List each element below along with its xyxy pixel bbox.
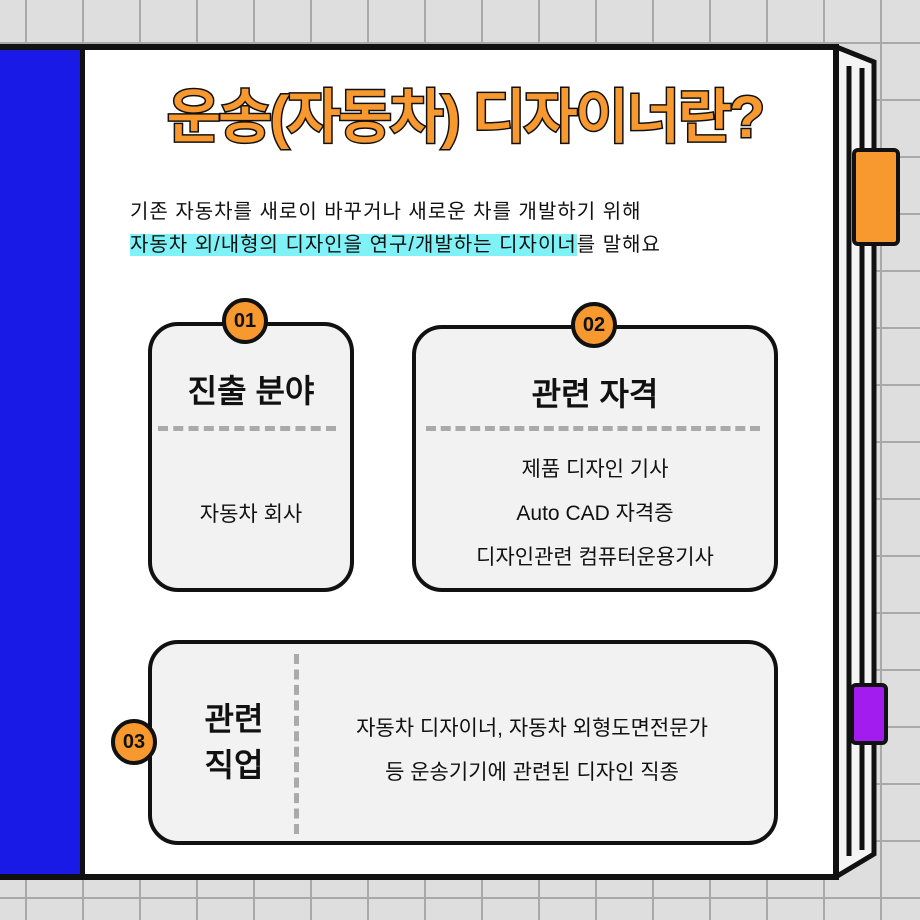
- orange-tab[interactable]: [852, 148, 900, 246]
- card-field: 진출 분야 자동차 회사: [148, 322, 354, 592]
- card-item: 디자인관련 컴퓨터운용기사: [476, 546, 714, 569]
- card-title-line1: 관련: [204, 701, 264, 737]
- card-title-line2: 직업: [204, 747, 264, 783]
- dashed-divider: [426, 426, 760, 431]
- card-qualifications: 관련 자격 제품 디자인 기사 Auto CAD 자격증 디자인관련 컴퓨터운용…: [412, 325, 778, 592]
- blue-cover-strip: [0, 50, 85, 874]
- number-badge: 01: [222, 298, 268, 344]
- number-badge: 02: [571, 302, 617, 348]
- card-related-jobs: 관련 직업 자동차 디자이너, 자동차 외형도면전문가 등 운송기기에 관련된 …: [148, 640, 778, 845]
- dashed-divider: [294, 654, 299, 834]
- purple-tab[interactable]: [850, 683, 888, 745]
- card-title: 관련 자격: [531, 376, 659, 412]
- card-item: 제품 디자인 기사: [521, 458, 669, 481]
- dashed-divider: [158, 426, 336, 431]
- description-rest: 를 말해요: [576, 234, 661, 256]
- number-badge: 03: [111, 719, 157, 765]
- card-item: Auto CAD 자격증: [516, 502, 674, 525]
- page-title: 운송(자동차) 디자이너란?: [166, 84, 767, 152]
- description: 기존 자동차를 새로이 바꾸거나 새로운 차를 개발하기 위해 자동차 외/내형…: [130, 196, 800, 262]
- card-item: 자동차 디자이너, 자동차 외형도면전문가: [356, 717, 708, 740]
- card-title: 진출 분야: [187, 373, 315, 409]
- card-item: 등 운송기기에 관련된 디자인 직종: [385, 761, 679, 784]
- description-highlight: 자동차 외/내형의 디자인을 연구/개발하는 디자이너: [130, 234, 577, 256]
- card-item: 자동차 회사: [199, 503, 303, 526]
- description-line1: 기존 자동차를 새로이 바꾸거나 새로운 차를 개발하기 위해: [130, 201, 642, 223]
